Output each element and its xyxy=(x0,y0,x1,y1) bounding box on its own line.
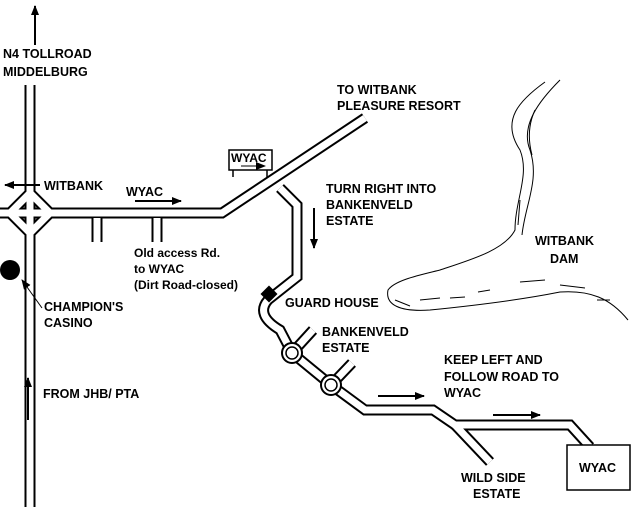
wyac-destination-label: WYAC xyxy=(579,461,616,475)
witbank-dam xyxy=(387,79,629,321)
guard-house-label: GUARD HOUSE xyxy=(285,296,379,310)
casino-marker xyxy=(0,260,20,280)
turn-right-label-3: ESTATE xyxy=(326,214,373,228)
wyac-signboard: WYAC xyxy=(228,149,273,177)
witbank-direction-label: WITBANK xyxy=(44,179,103,193)
pleasure-resort-label-2: PLEASURE RESORT xyxy=(337,99,461,113)
n4-label-1: N4 TOLLROAD xyxy=(3,47,92,61)
wild-side-label-2: ESTATE xyxy=(473,487,520,501)
casino-pointer-arrow xyxy=(21,279,43,309)
old-access-label-3: (Dirt Road-closed) xyxy=(134,278,238,292)
from-jhb-label: FROM JHB/ PTA xyxy=(43,387,139,401)
bankenveld-label-2: ESTATE xyxy=(322,341,369,355)
dam-label-2: DAM xyxy=(550,252,578,266)
wyac-sign-text: WYAC xyxy=(231,151,267,165)
keep-left-label-2: FOLLOW ROAD TO xyxy=(444,370,559,384)
guard-house-marker xyxy=(260,285,278,303)
old-access-label-2: to WYAC xyxy=(134,262,185,276)
pleasure-resort-label-1: TO WITBANK xyxy=(337,83,417,97)
old-access-label-1: Old access Rd. xyxy=(134,246,220,260)
wyac-destination-box xyxy=(566,444,631,491)
wyac-direction-label: WYAC xyxy=(126,185,163,199)
casino-label-2: CASINO xyxy=(44,316,93,330)
wild-side-label-1: WILD SIDE xyxy=(461,471,526,485)
keep-left-label-1: KEEP LEFT AND xyxy=(444,353,543,367)
dam-label-1: WITBANK xyxy=(535,234,594,248)
turn-right-label-2: BANKENVELD xyxy=(326,198,413,212)
n4-label-2: MIDDELBURG xyxy=(3,65,88,79)
turn-right-label-1: TURN RIGHT INTO xyxy=(326,182,436,196)
casino-label-1: CHAMPION'S xyxy=(44,300,123,314)
bankenveld-label-1: BANKENVELD xyxy=(322,325,409,339)
keep-left-label-3: WYAC xyxy=(444,386,481,400)
